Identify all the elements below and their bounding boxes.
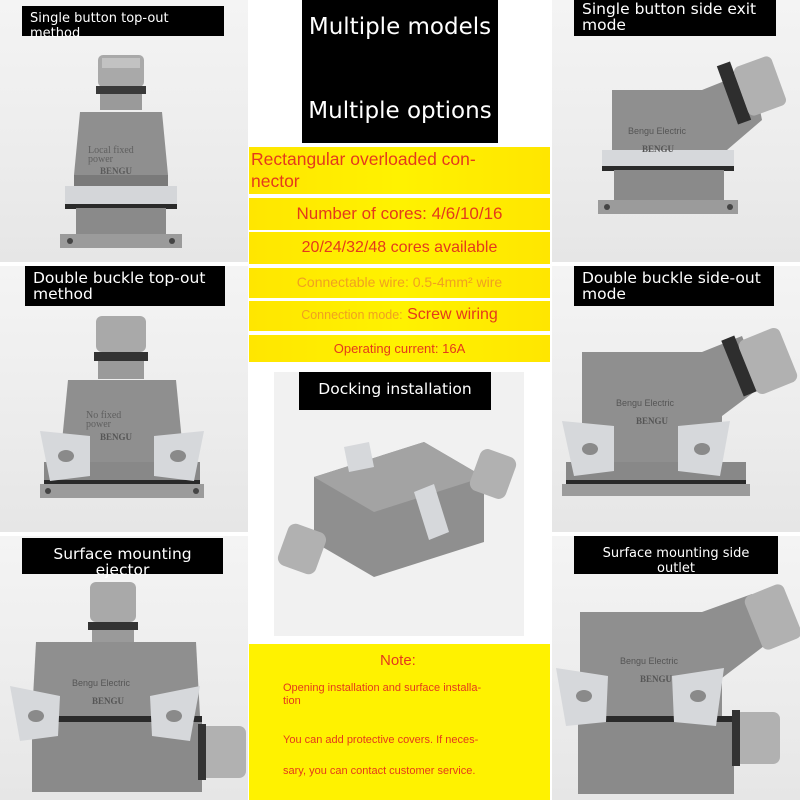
product-text-1: Bengu Electric — [72, 678, 131, 688]
product-text-1: Bengu Electric — [620, 656, 679, 666]
product-text-2: power — [88, 154, 114, 165]
connector-surface-top-image: Bengu Electric BENGU — [10, 582, 246, 792]
note-box: Note: Opening installation and surface i… — [249, 644, 550, 800]
panel-docking-installation: Docking installation — [274, 372, 524, 636]
banner-line-1: Multiple models — [308, 14, 492, 40]
label-double-buckle-top-out: Double buckle top-out method — [25, 266, 225, 306]
label-surface-mounting-side-outlet: Surface mounting side outlet — [574, 536, 778, 576]
label-single-button-top-out: Single button top-out method — [22, 6, 224, 41]
banner-line-2: Multiple options — [308, 98, 492, 124]
banner-multiple-models: Multiple models Multiple options — [302, 0, 498, 143]
spec-wire-bar: Connectable wire: 0.5-4mm² wire — [249, 268, 550, 298]
panel-surface-mounting-side-outlet: Bengu Electric BENGU Surface mounting si… — [552, 536, 800, 800]
connector-docking-image — [277, 442, 517, 577]
product-text-1: Local fixed — [88, 145, 134, 156]
label-single-button-side-exit: Single button side exit mode — [574, 0, 776, 36]
product-text-2: BENGU — [642, 144, 675, 154]
product-text-2: BENGU — [92, 696, 125, 706]
spec-wire: Connectable wire: 0.5-4mm² wire — [296, 274, 503, 290]
panel-single-button-top-out: Local fixed power BENGU Single button to… — [0, 0, 248, 262]
spec-available: 20/24/32/48 cores available — [301, 239, 498, 256]
spec-mode-prefix: Connection mode: — [301, 308, 403, 322]
product-text-3: BENGU — [100, 432, 133, 442]
connector-single-top-image: Local fixed power BENGU — [60, 55, 182, 248]
product-text-1: Bengu Electric — [616, 398, 675, 408]
product-text-2: BENGU — [640, 674, 673, 684]
product-text-1: No fixed — [86, 410, 121, 421]
product-text-1: Bengu Electric — [628, 126, 687, 136]
spec-current: Operating current: 16A — [333, 341, 466, 356]
spec-current-bar: Operating current: 16A — [249, 335, 550, 362]
connector-double-side-image: Bengu Electric BENGU — [562, 327, 798, 496]
label-docking-installation: Docking installation — [299, 372, 491, 410]
note-line-3: You can add protective covers. If neces- — [283, 734, 479, 746]
spec-cores-bar: Number of cores: 4/6/10/16 — [249, 198, 550, 230]
spec-title-line-2: nector — [251, 171, 300, 191]
label-double-buckle-side-out: Double buckle side-out mode — [574, 266, 774, 306]
connector-double-top-image: No fixed power BENGU — [40, 316, 204, 498]
panel-double-buckle-side-out: Bengu Electric BENGU Double buckle side-… — [552, 266, 800, 532]
spec-title-bar: Rectangular overloaded con- nector — [249, 147, 550, 194]
spec-mode-bar: Connection mode: Screw wiring — [249, 301, 550, 331]
note-title: Note: — [380, 652, 416, 669]
spec-mode-value: Screw wiring — [407, 306, 498, 323]
connector-surface-side-image: Bengu Electric BENGU — [556, 584, 800, 794]
spec-mode: Connection mode: Screw wiring — [249, 306, 550, 324]
product-text-3: BENGU — [100, 166, 133, 176]
spec-available-bar: 20/24/32/48 cores available — [249, 232, 550, 264]
note-line-4: sary, you can contact customer service. — [283, 765, 476, 777]
connector-single-side-image: Bengu Electric BENGU — [598, 56, 786, 214]
product-text-2: power — [86, 419, 112, 430]
panel-single-button-side-exit: Bengu Electric BENGU Single button side … — [552, 0, 800, 262]
panel-surface-mounting-ejector: Bengu Electric BENGU Surface mounting ej… — [0, 536, 248, 800]
note-line-2: tion — [283, 695, 301, 707]
note-line-1: Opening installation and surface install… — [283, 682, 482, 694]
spec-cores: Number of cores: 4/6/10/16 — [296, 204, 503, 223]
label-surface-mounting-ejector: Surface mounting ejector — [22, 538, 223, 578]
panel-double-buckle-top-out: No fixed power BENGU Double buckle top-o… — [0, 266, 248, 532]
product-text-2: BENGU — [636, 416, 669, 426]
spec-title-line-1: Rectangular overloaded con- — [251, 149, 476, 169]
